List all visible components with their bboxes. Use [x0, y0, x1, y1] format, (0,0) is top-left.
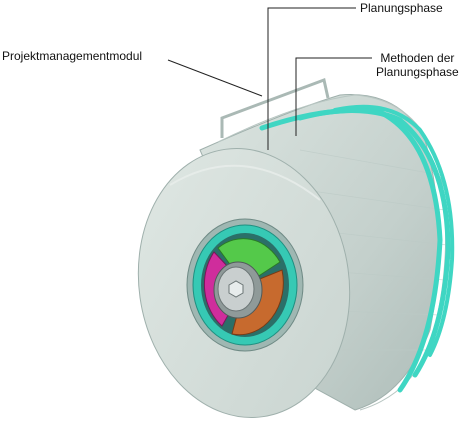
hub-assembly — [186, 218, 304, 352]
label-methoden-line1: Methoden der — [380, 51, 455, 65]
leader-lines — [167, 7, 372, 150]
label-projektmanagementmodul: Projektmanagementmodul — [2, 49, 143, 63]
ring-bands — [259, 104, 455, 393]
segment-green — [217, 238, 281, 286]
label-planungsphase: Planungsphase — [360, 1, 443, 15]
leader-methoden — [295, 57, 372, 136]
label-methoden-line2: Planungsphase — [376, 65, 459, 79]
label-methoden-der-planungsphase: Methoden der Planungsphase — [376, 51, 459, 79]
leader-planungsphase — [267, 7, 356, 150]
hex-bolt-icon — [228, 280, 244, 298]
leader-projektmanagementmodul — [167, 59, 263, 97]
module-bracket — [220, 77, 330, 138]
